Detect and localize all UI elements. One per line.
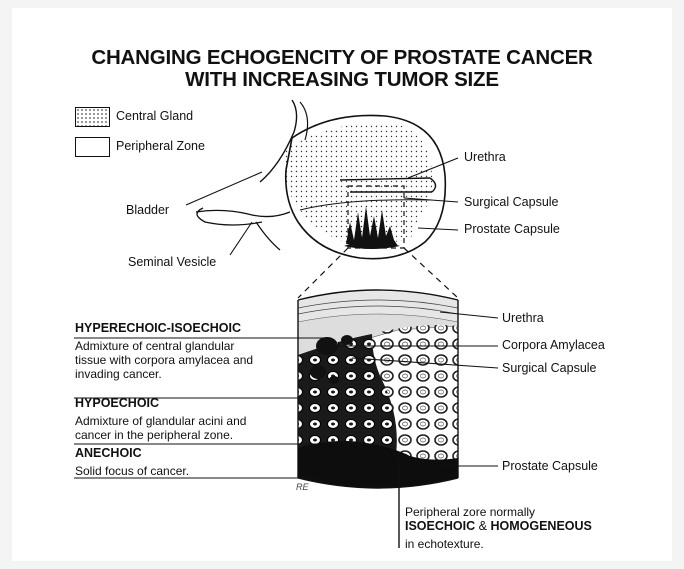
tissue-detail-cylinder <box>298 280 458 500</box>
zone-desc-anechoic-line-1: Solid focus of cancer. <box>75 464 189 478</box>
peripheral-note-line-2: ISOECHOIC & HOMOGENEOUS <box>405 519 592 533</box>
label-seminal-vesicle: Seminal Vesicle <box>128 255 216 269</box>
peripheral-note-isoechoic: ISOECHOIC <box>405 519 475 533</box>
peripheral-note-homogeneous: HOMOGENEOUS <box>490 519 591 533</box>
label-urethra-top: Urethra <box>464 150 506 164</box>
zone-desc-hypoechoic-line-1: Admixture of glandular acini and <box>75 414 246 428</box>
label-corpora-amylacea: Corpora Amylacea <box>502 338 605 352</box>
peripheral-note-line-1: Peripheral zore normally <box>405 505 535 519</box>
label-bladder: Bladder <box>126 203 169 217</box>
artist-signature: RE <box>296 482 309 492</box>
label-prostate-capsule-top: Prostate Capsule <box>464 222 560 236</box>
label-surgical-capsule-top: Surgical Capsule <box>464 195 559 209</box>
zone-desc-hyperechoic-line-2: tissue with corpora amylacea and <box>75 353 253 367</box>
zone-desc-hyperechoic-line-3: invading cancer. <box>75 367 162 381</box>
zone-heading-anechoic: ANECHOIC <box>75 446 142 460</box>
label-surgical-capsule-detail: Surgical Capsule <box>502 361 597 375</box>
zone-heading-hypoechoic: HYPOECHOIC <box>75 396 159 410</box>
zone-desc-hyperechoic-line-1: Admixture of central glandular <box>75 339 234 353</box>
peripheral-note-line-3: in echotexture. <box>405 537 484 551</box>
zone-desc-hypoechoic-line-2: cancer in the peripheral zone. <box>75 428 233 442</box>
zone-heading-hyperechoic: HYPERECHOIC-ISOECHOIC <box>75 321 241 335</box>
prostate-sagittal-view <box>196 100 445 259</box>
peripheral-note-ampersand: & <box>479 519 487 533</box>
label-prostate-capsule-detail: Prostate Capsule <box>502 459 598 473</box>
label-urethra-detail: Urethra <box>502 311 544 325</box>
